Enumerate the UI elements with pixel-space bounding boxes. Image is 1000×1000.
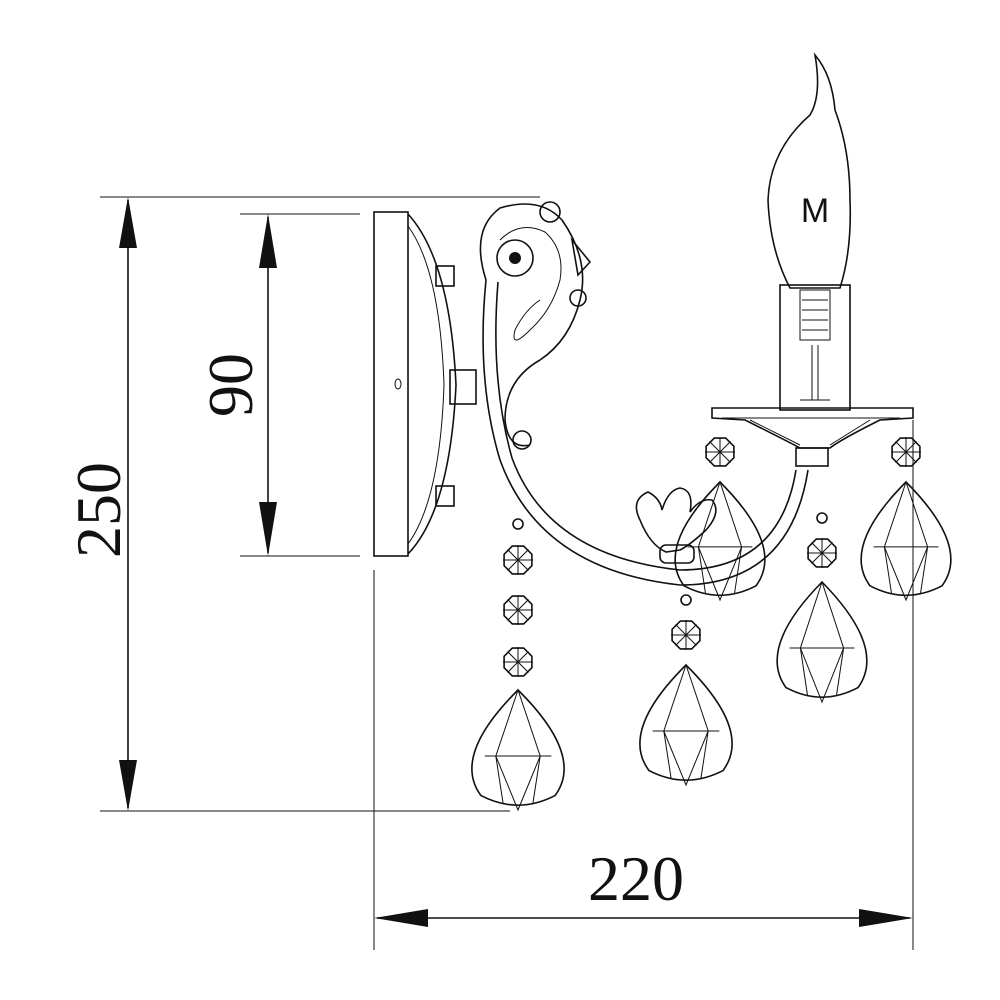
arrowhead-icon [259, 502, 277, 556]
bead-facets [807, 538, 837, 568]
drip-pan [711, 407, 914, 449]
octagon-bead [807, 538, 837, 568]
teardrop-crystal [776, 580, 868, 698]
teardrop-crystal [639, 663, 733, 781]
octagon-bead [503, 545, 533, 575]
bead-facets [503, 545, 533, 575]
arm-scroll [479, 203, 584, 447]
pendant [471, 518, 565, 812]
dimension-label-250: 250 [63, 462, 134, 558]
octagon-bead [503, 647, 533, 677]
crystal-facets [873, 480, 939, 602]
octagon-bead [891, 437, 921, 467]
plate-hole [394, 378, 402, 390]
screw-bottom [435, 485, 455, 507]
plate-back-inner [407, 225, 445, 545]
pendant [639, 594, 733, 787]
flower-ornament-small [539, 201, 561, 223]
bead-ornament [569, 289, 587, 307]
crystal-facets [652, 663, 720, 787]
teardrop-crystal [674, 480, 766, 596]
screw-top [435, 265, 455, 287]
octagon-bead [503, 595, 533, 625]
octagon-bead [705, 437, 735, 467]
arrowhead-icon [119, 197, 137, 248]
cup-neck [795, 447, 829, 467]
flower-center [509, 252, 521, 264]
crystal-facets [687, 480, 753, 602]
leaf-ornament [570, 237, 592, 277]
dimension-depth-220: 220 [373, 420, 914, 950]
crystal-facets [484, 688, 552, 812]
teardrop-crystal [860, 480, 952, 596]
teardrop-crystal [471, 688, 565, 806]
candle-holder [711, 284, 914, 467]
pendant-ring [816, 512, 828, 524]
arrowhead-icon [859, 909, 913, 927]
flower-ornament [496, 239, 534, 277]
bead-facets [891, 437, 921, 467]
bead-facets [671, 620, 701, 650]
dimension-label-90: 90 [195, 353, 266, 417]
pendant-ring [680, 594, 692, 606]
bulb-outline [767, 52, 852, 289]
candle-bulb: M [767, 52, 852, 289]
arrowhead-icon [259, 214, 277, 268]
bulb-socket [799, 289, 831, 341]
pendant [776, 512, 868, 704]
pendant [860, 437, 952, 602]
plate-back [407, 213, 457, 555]
dimension-label-220: 220 [588, 843, 684, 914]
arrowhead-icon [119, 760, 137, 811]
octagon-bead [671, 620, 701, 650]
socket-thread [802, 299, 828, 331]
sconce-arm [479, 201, 809, 586]
bulb-marking: M [801, 192, 829, 230]
bead-facets [705, 437, 735, 467]
pendant [674, 437, 766, 602]
bulb-stem [800, 345, 830, 401]
plate-front [373, 211, 409, 557]
dimension-height-250: 250 [63, 196, 540, 812]
arrowhead-icon [374, 909, 428, 927]
scroll-ornament [499, 227, 562, 341]
crystal-pendants [471, 437, 952, 812]
pendant-ring [512, 518, 524, 530]
fleur-de-lis-ornament [635, 487, 717, 553]
wall-plate [373, 211, 477, 557]
bead-facets [503, 595, 533, 625]
crystal-facets [789, 580, 855, 704]
arm-curve-outer [482, 279, 809, 586]
dimension-plate-90: 90 [195, 213, 360, 557]
candle-sleeve [779, 284, 851, 411]
scroll-end [512, 430, 532, 450]
drip-pan-detail [722, 417, 900, 446]
arm-mount [449, 369, 477, 405]
bead-facets [503, 647, 533, 677]
arm-curve-inner [495, 281, 797, 571]
